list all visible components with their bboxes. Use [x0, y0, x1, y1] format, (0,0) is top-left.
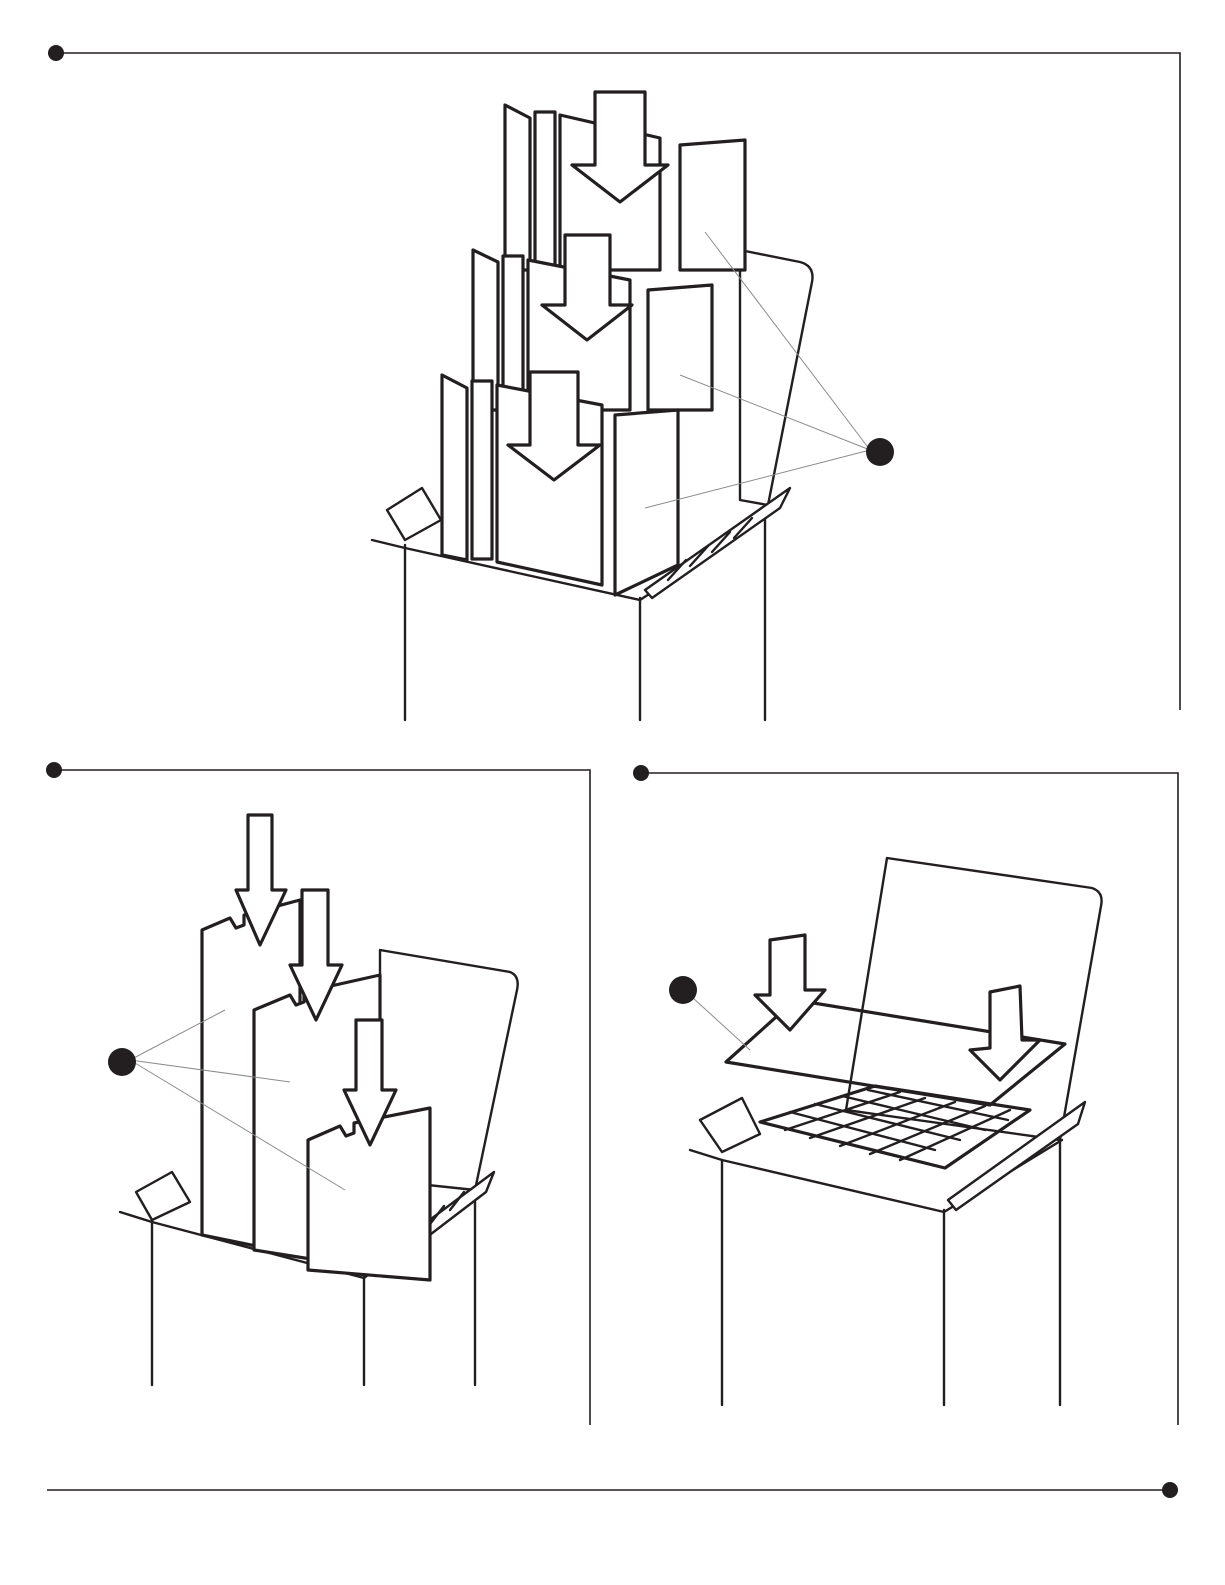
- step-panel-bottom-right: [633, 765, 1178, 1425]
- step-panel-bottom-left: [46, 762, 590, 1425]
- callout-dot-icon: [669, 976, 697, 1004]
- down-arrow-icon: [755, 935, 825, 1030]
- display-box: [690, 858, 1102, 1405]
- callout-leader: [693, 998, 750, 1050]
- left-flap: [700, 1098, 760, 1152]
- step-panel-top: [48, 45, 1180, 720]
- callout-dot-icon: [108, 1048, 136, 1076]
- callout-dot-icon: [866, 438, 894, 466]
- back-lid-flap: [740, 250, 813, 505]
- left-flap: [387, 488, 441, 540]
- step-bullet-icon: [1162, 1482, 1178, 1498]
- footer-rule: [47, 1482, 1178, 1498]
- left-flap: [136, 1172, 190, 1220]
